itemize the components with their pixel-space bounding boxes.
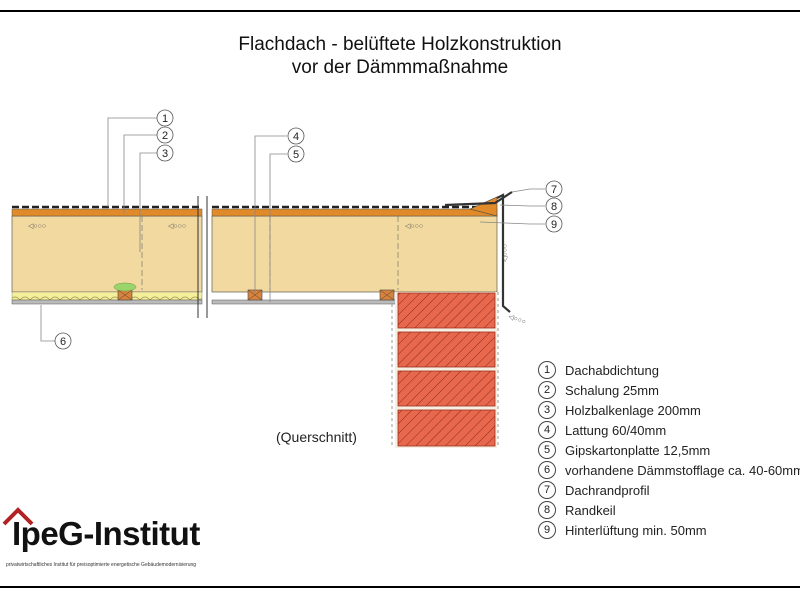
legend-label: Lattung 60/40mm bbox=[565, 422, 667, 438]
svg-text:7: 7 bbox=[551, 184, 557, 196]
svg-text:5: 5 bbox=[293, 149, 299, 161]
legend-label: Hinterlüftung min. 50mm bbox=[565, 522, 707, 538]
callout-5: 5 bbox=[287, 145, 305, 163]
left-section: ◁○○○ ◁○○○ bbox=[11, 205, 203, 305]
svg-text:1: 1 bbox=[162, 113, 168, 125]
callout-8: 8 bbox=[545, 197, 563, 215]
legend-label: Randkeil bbox=[565, 502, 616, 518]
legend-number: 9 bbox=[538, 521, 556, 539]
legend-item: 1 Dachabdichtung bbox=[538, 360, 659, 380]
left-batten-cross bbox=[117, 289, 133, 301]
legend-number: 6 bbox=[538, 461, 556, 479]
svg-text:3: 3 bbox=[162, 148, 168, 160]
legend-label: Holzbalkenlage 200mm bbox=[565, 402, 701, 418]
leader-lines bbox=[40, 117, 545, 342]
legend-number: 5 bbox=[538, 441, 556, 459]
legend-label: Schalung 25mm bbox=[565, 382, 659, 398]
legend-item: 8 Randkeil bbox=[538, 500, 616, 520]
legend-item: 2 Schalung 25mm bbox=[538, 380, 659, 400]
diagram-subtitle: vor der Dämmmaßnahme bbox=[291, 57, 509, 78]
callout-6: 6 bbox=[54, 332, 72, 350]
left-ceiling-board bbox=[11, 299, 203, 305]
ventilation-arrow-vertical: ◁○○○ bbox=[502, 244, 509, 262]
logo-tagline: privatwirtschaftliches Institut für prei… bbox=[6, 562, 197, 568]
svg-text:6: 6 bbox=[60, 336, 66, 348]
left-airflow-arrow-1: ◁○○○ bbox=[28, 223, 46, 230]
section-caption: (Querschnitt) bbox=[276, 429, 357, 445]
legend-item: 5 Gipskartonplatte 12,5mm bbox=[538, 440, 710, 460]
legend-number: 8 bbox=[538, 501, 556, 519]
legend-label: Dachabdichtung bbox=[565, 362, 659, 378]
legend-item: 3 Holzbalkenlage 200mm bbox=[538, 400, 701, 420]
svg-text:2: 2 bbox=[162, 130, 168, 142]
right-airflow-arrow: ◁○○○ bbox=[405, 223, 423, 230]
frame-bottom-line bbox=[0, 586, 800, 588]
svg-text:8: 8 bbox=[551, 201, 557, 213]
left-airflow-arrow-2: ◁○○○ bbox=[168, 223, 186, 230]
ventilation-arrow-out: ◁○○○ bbox=[507, 313, 526, 326]
callout-markers: 1 2 3 4 5 6 7 8 9 bbox=[54, 109, 563, 350]
right-beam bbox=[211, 215, 498, 293]
frame-top-line bbox=[0, 10, 800, 12]
legend-label: Gipskartonplatte 12,5mm bbox=[565, 442, 711, 458]
roof-edge-profile bbox=[444, 191, 513, 313]
right-ceiling-board bbox=[211, 299, 398, 305]
callout-7: 7 bbox=[545, 180, 563, 198]
legend-item: 4 Lattung 60/40mm bbox=[538, 420, 666, 440]
legend-number: 7 bbox=[538, 481, 556, 499]
right-section: ◁○○○ ◁○○○ ◁○○○ bbox=[211, 191, 527, 448]
legend-number: 1 bbox=[538, 361, 556, 379]
svg-text:4: 4 bbox=[293, 131, 299, 143]
logo-roof-icon bbox=[2, 507, 34, 526]
legend-number: 3 bbox=[538, 401, 556, 419]
legend-item: 6 vorhandene Dämmstofflage ca. 40-60mm bbox=[538, 460, 800, 480]
legend-item: 7 Dachrandprofil bbox=[538, 480, 650, 500]
legend-label: Dachrandprofil bbox=[565, 482, 650, 498]
left-beam bbox=[11, 215, 203, 293]
legend-number: 2 bbox=[538, 381, 556, 399]
left-board bbox=[11, 208, 203, 217]
left-insulation-tuft bbox=[113, 282, 137, 292]
svg-text:9: 9 bbox=[551, 219, 557, 231]
logo-wordmark: IpeG-Institut bbox=[12, 515, 200, 552]
callout-2: 2 bbox=[156, 126, 174, 144]
callout-1: 1 bbox=[156, 109, 174, 127]
callout-4: 4 bbox=[287, 127, 305, 145]
legend-item: 9 Hinterlüftung min. 50mm bbox=[538, 520, 707, 540]
masonry-bricks bbox=[397, 292, 496, 447]
legend-number: 4 bbox=[538, 421, 556, 439]
legend-label: vorhandene Dämmstofflage ca. 40-60mm bbox=[565, 462, 800, 478]
callout-9: 9 bbox=[545, 215, 563, 233]
callout-3: 3 bbox=[156, 144, 174, 162]
diagram-title: Flachdach - belüftete Holzkonstruktion bbox=[238, 34, 562, 55]
